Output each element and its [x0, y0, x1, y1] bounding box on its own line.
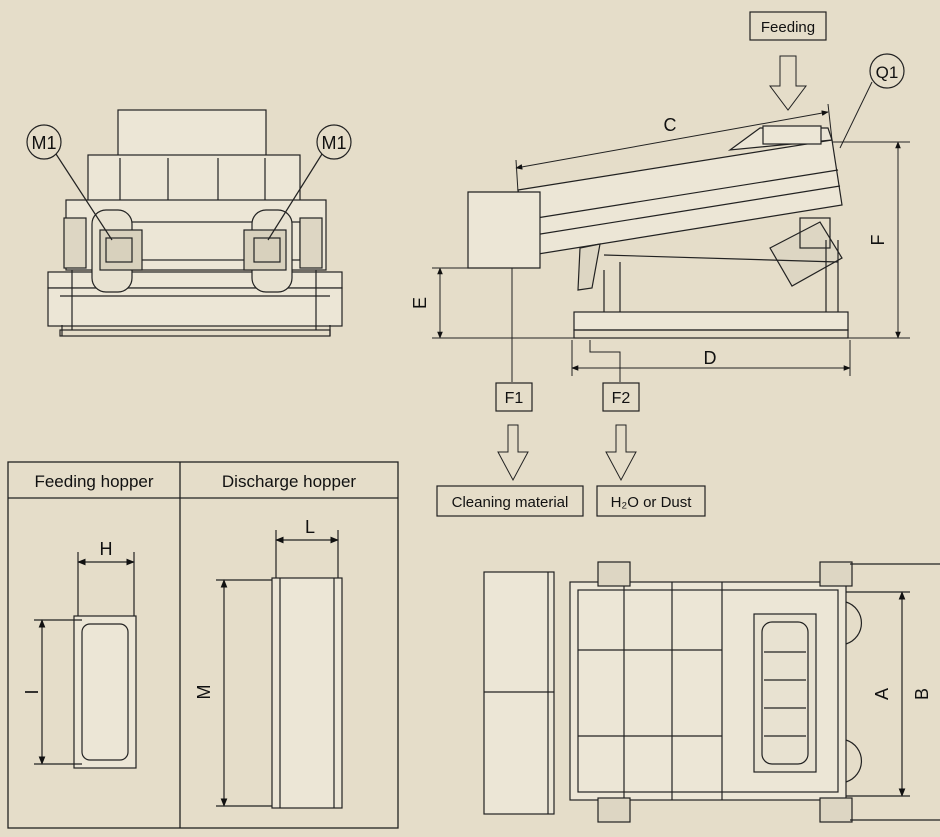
f2-output-box — [596, 485, 706, 517]
dim-c-label: C — [664, 115, 677, 135]
dim-h-label: H — [100, 539, 113, 559]
q1-callout — [869, 53, 905, 89]
f1-output-box — [436, 485, 584, 517]
feeding-label-box — [749, 11, 827, 41]
discharge-hopper-drawing — [216, 530, 343, 809]
side-view-dimensions — [432, 55, 910, 482]
dim-b-label: B — [912, 688, 932, 700]
discharge-hopper-header: Discharge hopper — [222, 472, 357, 491]
dim-l-label: L — [305, 517, 315, 537]
feeding-hopper-drawing — [34, 552, 137, 769]
motor-label-right: M1 — [321, 133, 346, 153]
front-view — [47, 109, 343, 337]
f1-output-label: Cleaning material — [452, 494, 569, 511]
side-view — [467, 125, 849, 339]
feeding-hopper-header: Feeding hopper — [34, 472, 153, 491]
dim-d-label: D — [704, 348, 717, 368]
f2-label-box — [602, 382, 640, 412]
dim-a-label: A — [872, 688, 892, 700]
dim-m-label: M — [194, 685, 214, 700]
outlet-f2-label: F2 — [612, 390, 631, 407]
dim-e-label: E — [410, 297, 430, 309]
hopper-table — [7, 461, 399, 829]
front-view-callouts — [26, 124, 352, 241]
outlet-q1-label: Q1 — [876, 63, 899, 82]
motor-label-left: M1 — [31, 133, 56, 153]
outlet-f1-label: F1 — [505, 390, 524, 407]
top-view — [483, 561, 940, 823]
feeding-label: Feeding — [761, 19, 815, 36]
f1-label-box — [495, 382, 533, 412]
f2-output-label: H₂O or Dust — [611, 494, 693, 511]
dim-i-label: I — [22, 689, 42, 694]
dim-f-label: F — [868, 235, 888, 246]
